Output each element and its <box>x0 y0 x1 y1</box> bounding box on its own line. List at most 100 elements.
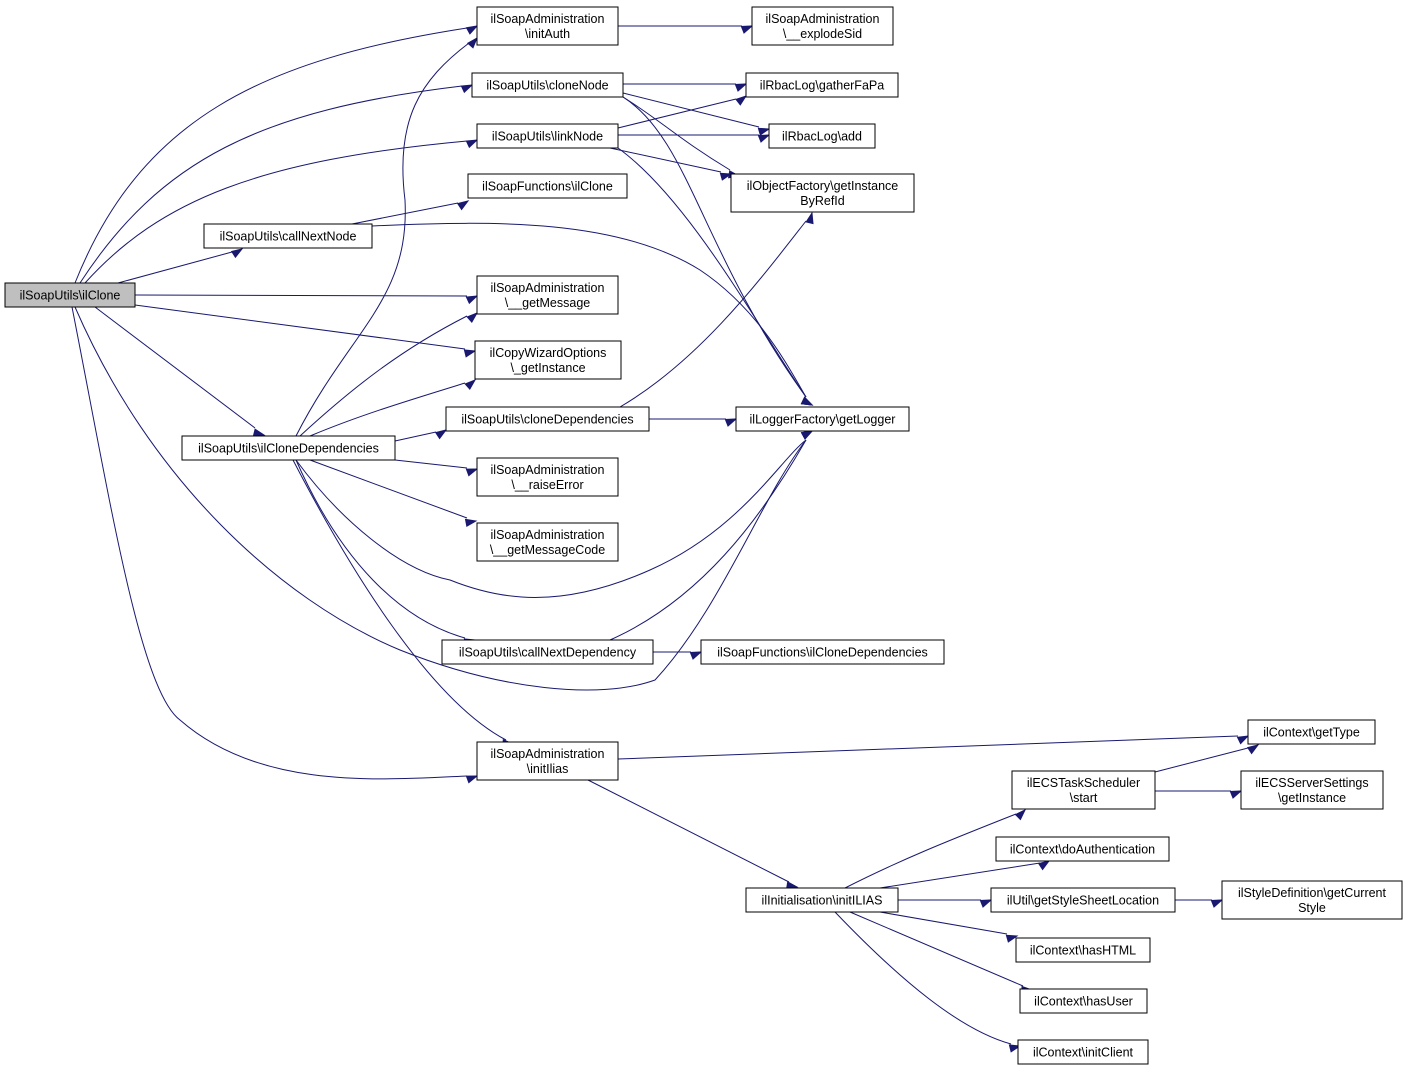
node-ilclonedependencies[interactable]: ilSoapUtils\ilCloneDependencies <box>181 435 396 461</box>
node-rbaclogadd[interactable]: ilRbacLog\add <box>768 123 876 149</box>
edge-line <box>84 140 468 284</box>
node-label: ilStyleDefinition\getCurrent <box>1238 886 1387 900</box>
node-doauth[interactable]: ilContext\doAuthentication <box>995 836 1170 862</box>
edge-ilclonedependencies-to-clonedependencies <box>394 429 448 442</box>
node-callnextdependency[interactable]: ilSoapUtils\callNextDependency <box>441 639 654 665</box>
node-clonedependencies[interactable]: ilSoapUtils\cloneDependencies <box>445 406 650 432</box>
node-gettype[interactable]: ilContext\getType <box>1247 719 1376 745</box>
node-ecsstart[interactable]: ilECSTaskScheduler\start <box>1011 770 1156 810</box>
node-label: ilSoapAdministration <box>491 463 605 477</box>
node-getmessagecode[interactable]: ilSoapAdministration\__getMessageCode <box>476 522 619 562</box>
node-funcilclone[interactable]: ilSoapFunctions\ilClone <box>467 173 628 199</box>
arrowhead-icon <box>805 211 814 225</box>
edge-clonedependencies-to-getlogger <box>649 418 738 427</box>
node-label: \start <box>1070 791 1098 805</box>
arrowhead-icon <box>465 468 479 477</box>
edge-linknode-to-gatherfapa <box>617 95 748 129</box>
arrowhead-icon <box>1246 744 1260 755</box>
node-label: ilSoapUtils\ilCloneDependencies <box>198 442 379 456</box>
node-label: ilContext\hasUser <box>1034 995 1133 1009</box>
node-label: ilContext\initClient <box>1033 1046 1134 1060</box>
node-label: ilSoapAdministration <box>491 528 605 542</box>
node-getlogger[interactable]: ilLoggerFactory\getLogger <box>735 406 910 432</box>
node-label: ilContext\getType <box>1263 726 1360 740</box>
edge-initilias-to-gettype <box>617 735 1250 760</box>
node-label: \__raiseError <box>511 478 583 492</box>
node-copywizard[interactable]: ilCopyWizardOptions\_getInstance <box>474 340 622 380</box>
node-raiseerror[interactable]: ilSoapAdministration\__raiseError <box>476 457 619 497</box>
node-callnextnode[interactable]: ilSoapUtils\callNextNode <box>203 223 373 249</box>
node-label: ilUtil\getStyleSheetLocation <box>1007 894 1159 908</box>
node-linknode[interactable]: ilSoapUtils\linkNode <box>476 123 619 149</box>
edge-line <box>609 439 807 641</box>
edge-initilias-to-initILIAS <box>587 779 799 890</box>
edge-line <box>295 439 807 598</box>
node-label: Style <box>1298 901 1326 915</box>
node-funcclonedeps[interactable]: ilSoapFunctions\ilCloneDependencies <box>700 639 945 665</box>
edge-line <box>622 96 731 171</box>
arrowhead-icon <box>1008 1044 1022 1053</box>
edge-clonedependencies-to-getinstancebyrefid <box>619 211 814 408</box>
edge-line <box>879 862 1041 889</box>
node-ilclone[interactable]: ilSoapUtils\ilClone <box>4 282 136 308</box>
arrowhead-icon <box>466 311 479 324</box>
edge-clonenode-to-getinstancebyrefid <box>622 96 741 179</box>
node-box <box>751 6 894 46</box>
node-label: \__getMessageCode <box>490 543 605 557</box>
edge-ilclone-to-callnextnode <box>117 248 244 284</box>
node-initauth[interactable]: ilSoapAdministration\initAuth <box>476 6 619 46</box>
node-ecsgetinstance[interactable]: ilECSServerSettings\getInstance <box>1240 770 1384 810</box>
node-box <box>476 275 619 315</box>
edge-initILIAS-to-doauth <box>879 860 1051 889</box>
arrowhead-icon <box>1037 860 1051 871</box>
arrowhead-icon <box>1014 808 1027 821</box>
edge-linknode-to-rbaclogadd <box>618 134 771 143</box>
edge-line <box>79 85 463 284</box>
node-hashtml[interactable]: ilContext\hasHTML <box>1015 937 1151 963</box>
arrowhead-icon <box>1236 735 1250 745</box>
node-hasuser[interactable]: ilContext\hasUser <box>1019 988 1148 1014</box>
node-box <box>745 72 899 98</box>
nodes-layer: ilSoapUtils\ilCloneilSoapAdministration\… <box>4 6 1403 1065</box>
edge-line <box>134 294 468 297</box>
edge-line <box>617 735 1239 760</box>
node-box <box>471 72 624 98</box>
node-label: ilContext\hasHTML <box>1030 944 1136 958</box>
node-box <box>1017 1039 1149 1065</box>
edge-ilclonedependencies-to-getmessagecode <box>309 459 478 527</box>
edge-line <box>94 306 256 429</box>
edge-line <box>134 304 466 350</box>
node-box <box>4 282 136 308</box>
node-getmessage[interactable]: ilSoapAdministration\__getMessage <box>476 275 619 315</box>
edge-line <box>71 306 468 780</box>
arrowhead-icon <box>465 295 479 305</box>
node-stylesheet[interactable]: ilUtil\getStyleSheetLocation <box>990 887 1176 913</box>
node-box <box>1015 937 1151 963</box>
node-initclient[interactable]: ilContext\initClient <box>1017 1039 1149 1065</box>
arrowhead-icon <box>463 349 477 358</box>
arrowhead-icon <box>465 139 479 149</box>
node-clonenode[interactable]: ilSoapUtils\cloneNode <box>471 72 624 98</box>
node-box <box>768 123 876 149</box>
edge-initILIAS-to-hasuser <box>849 911 1034 995</box>
edge-clonenode-to-rbaclogadd <box>622 92 771 136</box>
arrowhead-icon <box>757 127 771 136</box>
arrowhead-icon <box>465 775 479 784</box>
arrowhead-icon <box>1210 899 1224 908</box>
node-explodesid[interactable]: ilSoapAdministration\__explodeSid <box>751 6 894 46</box>
node-initILIAS[interactable]: ilInitialisation\initILIAS <box>745 887 899 913</box>
edge-line <box>609 147 722 173</box>
edge-ilclonedependencies-to-getmessage <box>299 311 479 437</box>
edge-callnextdependency-to-funcclonedeps <box>653 651 703 660</box>
edge-line <box>371 222 807 398</box>
edge-line <box>849 911 1024 987</box>
node-initilias[interactable]: ilSoapAdministration\initIlias <box>476 741 619 781</box>
arrowhead-icon <box>734 83 748 92</box>
node-gatherfapa[interactable]: ilRbacLog\gatherFaPa <box>745 72 899 98</box>
edge-line <box>394 431 437 442</box>
edge-initILIAS-to-initclient <box>834 911 1022 1053</box>
edge-initILIAS-to-ecsstart <box>844 808 1027 889</box>
